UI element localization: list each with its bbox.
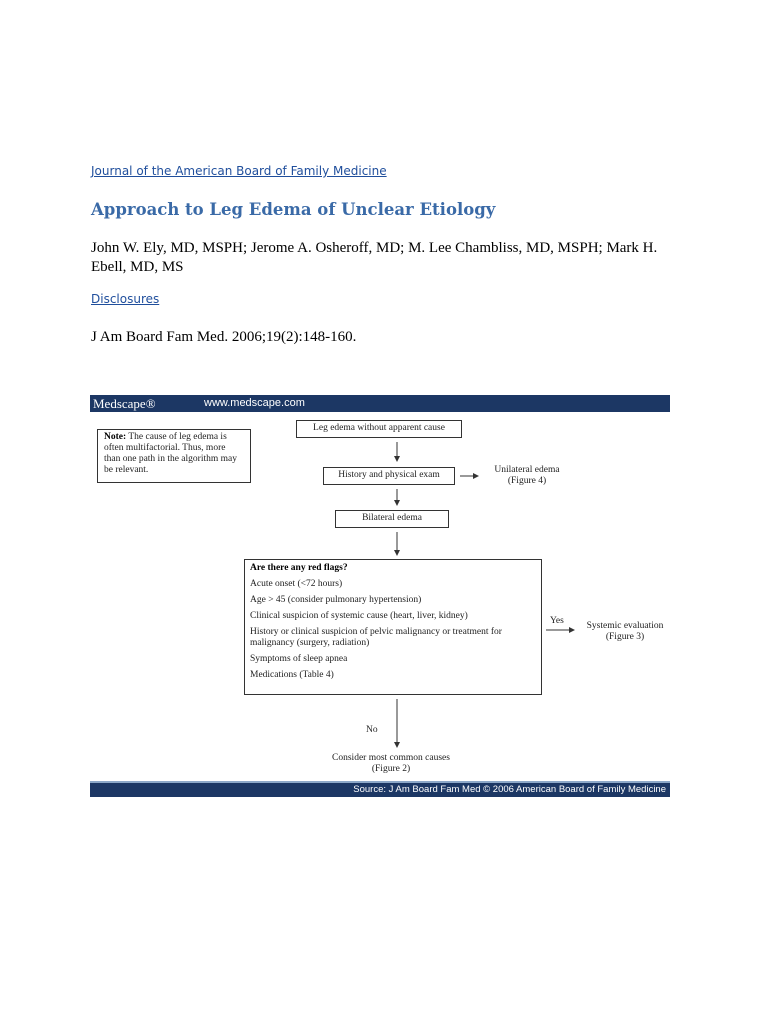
red-flag-item: Age > 45 (consider pulmonary hypertensio… (250, 595, 422, 605)
figure-header-bar: Medscape® www.medscape.com (90, 395, 670, 412)
note-label: Note: (104, 432, 127, 442)
flowchart-arrows (394, 442, 575, 748)
article-title: Approach to Leg Edema of Unclear Etiolog… (91, 200, 496, 219)
history-box: History and physical exam (323, 467, 455, 485)
bilateral-box: Bilateral edema (335, 510, 449, 528)
medscape-logo: Medscape® (93, 396, 156, 411)
red-flag-item: History or clinical suspicion of pelvic … (250, 627, 502, 648)
common-causes-ref: (Figure 2) (371, 764, 411, 774)
common-causes-label: Consider most common causes (Figure 2) (306, 753, 476, 775)
disclosures-link[interactable]: Disclosures (91, 292, 160, 306)
authors: John W. Ely, MD, MSPH; Jerome A. Osherof… (91, 240, 658, 275)
start-box: Leg edema without apparent cause (296, 420, 462, 438)
red-flag-item: Symptoms of sleep apnea (250, 654, 348, 664)
red-flag-item: Acute onset (<72 hours) (250, 579, 343, 589)
figure-footer-bar: Source: J Am Board Fam Med © 2006 Americ… (90, 781, 670, 797)
note-box: Note: The cause of leg edema is often mu… (97, 429, 251, 483)
unilateral-ref: (Figure 4) (507, 476, 547, 486)
systemic-text: Systemic evaluation (586, 621, 664, 631)
common-causes-text: Consider most common causes (332, 753, 450, 763)
systemic-label: Systemic evaluation (Figure 3) (580, 621, 670, 643)
red-flags-title: Are there any red flags? (250, 563, 348, 573)
no-label: No (366, 725, 378, 735)
figure-source: Source: J Am Board Fam Med © 2006 Americ… (353, 784, 666, 795)
red-flag-item: Medications (Table 4) (250, 670, 334, 680)
unilateral-label: Unilateral edema (Figure 4) (482, 465, 572, 487)
unilateral-text: Unilateral edema (494, 465, 560, 475)
yes-label: Yes (550, 616, 564, 626)
red-flags-box: Are there any red flags? Acute onset (<7… (244, 559, 542, 695)
journal-link[interactable]: Journal of the American Board of Family … (91, 164, 387, 178)
systemic-ref: (Figure 3) (605, 632, 645, 642)
note-text: The cause of leg edema is often multifac… (104, 432, 237, 475)
red-flag-item: Clinical suspicion of systemic cause (he… (250, 611, 468, 621)
medscape-url: www.medscape.com (204, 397, 305, 409)
flowchart-figure: Medscape® www.medscape.com Note: The cau… (90, 395, 670, 797)
citation: J Am Board Fam Med. 2006;19(2):148-160. (91, 329, 357, 345)
